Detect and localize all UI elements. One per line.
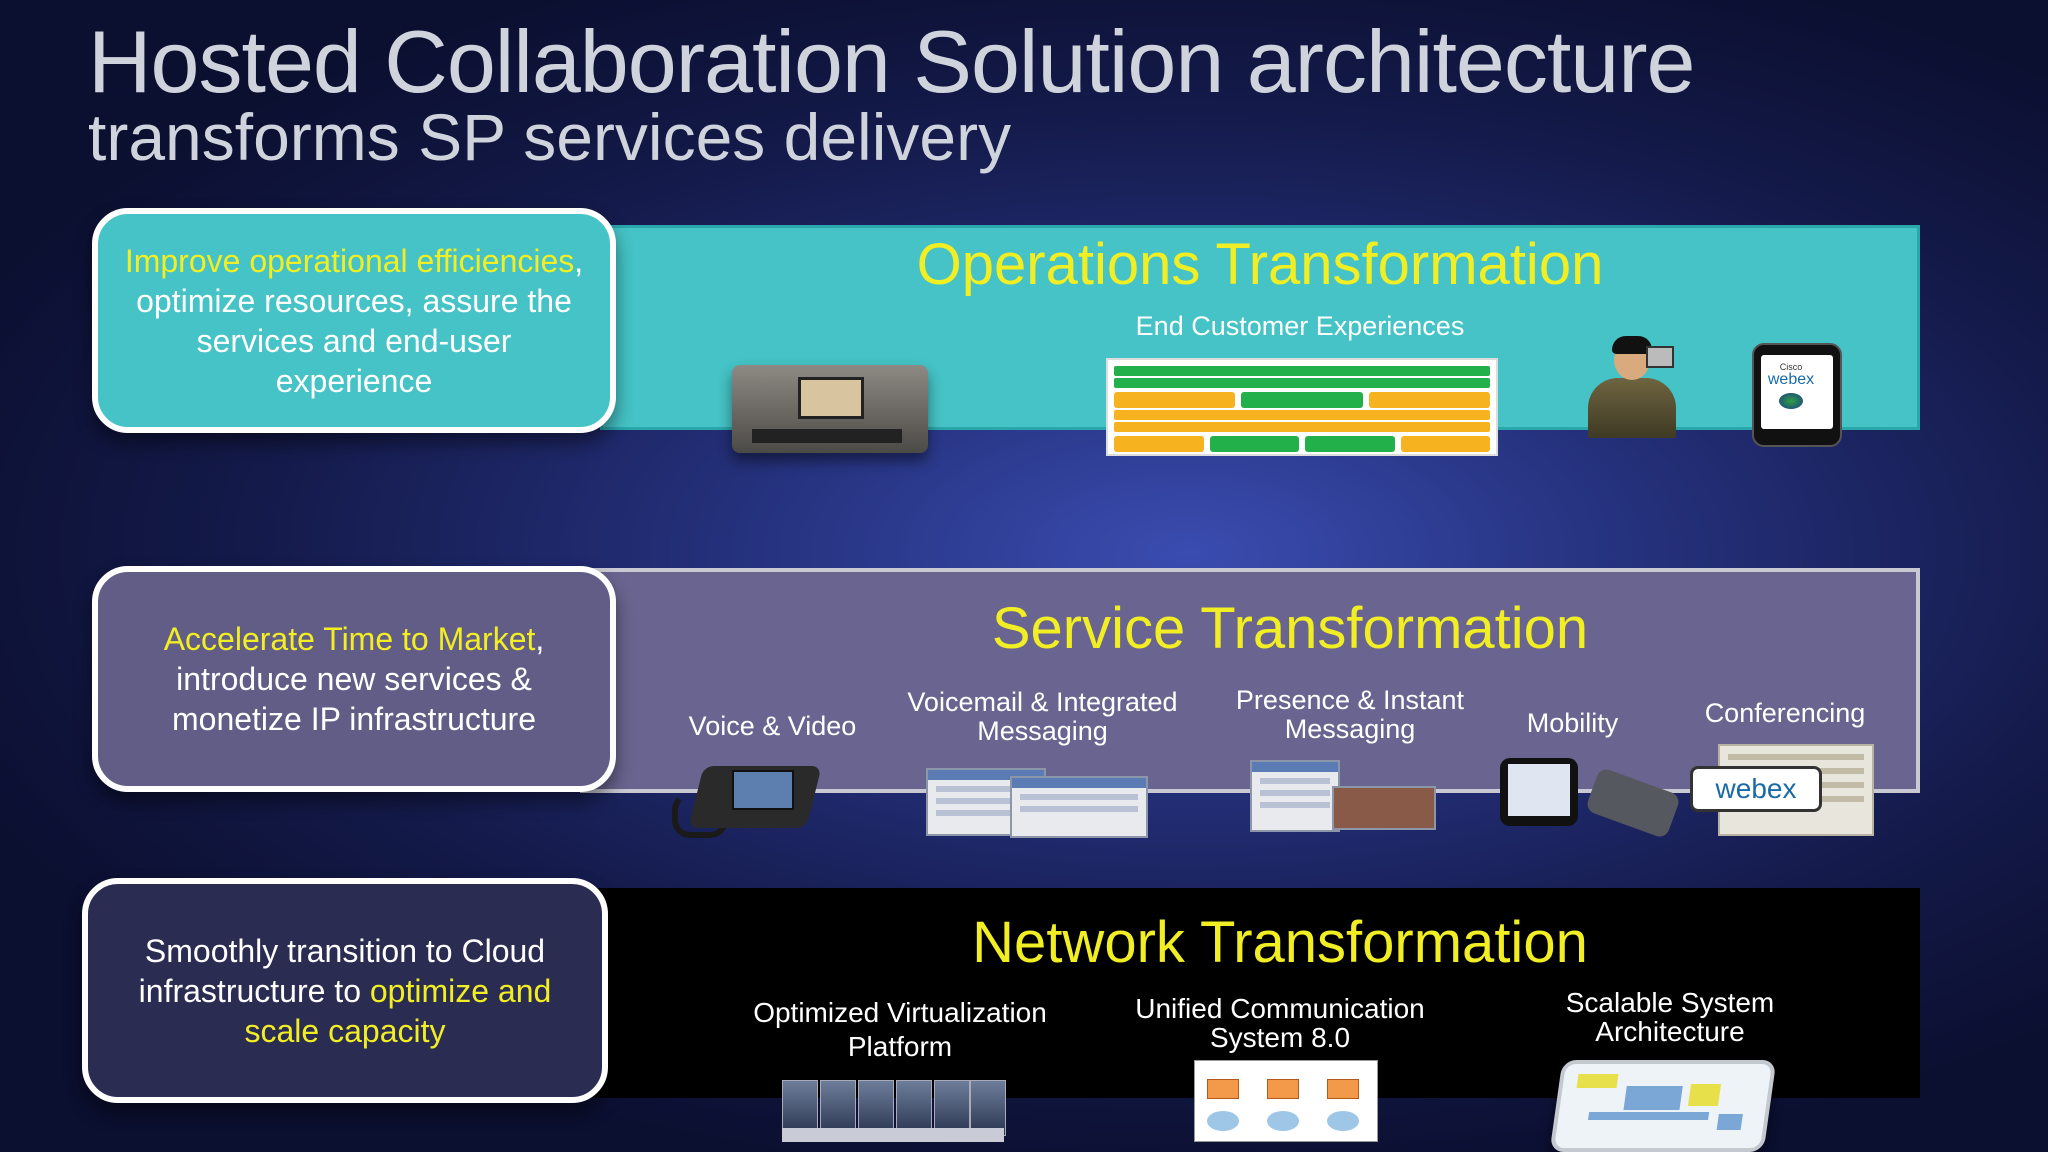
- operations-callout: Improve operational efficiencies, optimi…: [92, 208, 616, 433]
- im-video-screenshot-image: [1332, 786, 1436, 830]
- mobile-phone-image: [1500, 758, 1578, 826]
- service-item-voicemail: Voicemail & Integrated Messaging: [907, 687, 1178, 746]
- telepresence-room-image: [732, 365, 928, 453]
- service-item-conferencing: Conferencing: [1704, 698, 1866, 728]
- network-callout-text: Smoothly transition to Cloud infrastruct…: [112, 931, 578, 1051]
- ucs-diagram-image: [1194, 1060, 1378, 1142]
- service-item-voice-video: Voice & Video: [688, 711, 857, 741]
- presence-screenshot-image: [1250, 760, 1340, 832]
- operations-title: Operations Transformation: [916, 232, 1604, 297]
- network-callout-start: Smoothly transition to Cloud infrastruct…: [138, 932, 546, 1009]
- webex-logo: webex: [1690, 766, 1822, 812]
- service-callout-text: Accelerate Time to Market, introduce new…: [122, 619, 586, 739]
- operations-subtitle: End Customer Experiences: [1135, 311, 1465, 341]
- service-callout-highlight: Accelerate Time to Market: [163, 621, 536, 657]
- service-item-mobility: Mobility: [1526, 708, 1619, 738]
- phone-webex-label: webex: [1767, 371, 1815, 388]
- network-callout-highlight: optimize and scale capacity: [244, 972, 552, 1049]
- portal-framework-diagram-image: [1106, 358, 1498, 456]
- network-item-virtualization: Optimized Virtualization Platform: [753, 997, 1047, 1062]
- page-title: Hosted Collaboration Solution architectu…: [88, 12, 1695, 111]
- messaging-screenshot-image: [1010, 776, 1148, 838]
- service-title: Service Transformation: [991, 596, 1589, 661]
- service-item-presence: Presence & Instant Messaging: [1235, 685, 1465, 744]
- network-title: Network Transformation: [972, 910, 1588, 975]
- service-band: [580, 568, 1920, 793]
- operations-callout-highlight: Improve operational efficiencies: [124, 242, 575, 279]
- server-rack-image: [782, 1080, 1006, 1142]
- page-subtitle: transforms SP services delivery: [88, 100, 1012, 174]
- network-callout: Smoothly transition to Cloud infrastruct…: [82, 878, 608, 1103]
- service-callout: Accelerate Time to Market, introduce new…: [92, 566, 616, 792]
- operations-callout-text: Improve operational efficiencies, optimi…: [122, 241, 586, 401]
- ip-video-phone-image: [672, 752, 822, 838]
- service-callout-rest: , introduce new services & monetize IP i…: [171, 621, 545, 737]
- system-architecture-diagram-image: [1549, 1060, 1777, 1152]
- network-item-ucs: Unified Communication System 8.0: [1135, 993, 1425, 1053]
- user-with-camera-image: [1582, 332, 1682, 438]
- operations-callout-rest: , optimize resources, assure the service…: [136, 242, 584, 399]
- network-item-scalable-architecture: Scalable System Architecture: [1565, 987, 1775, 1047]
- phone-webex-prefix: Cisco: [1779, 362, 1803, 372]
